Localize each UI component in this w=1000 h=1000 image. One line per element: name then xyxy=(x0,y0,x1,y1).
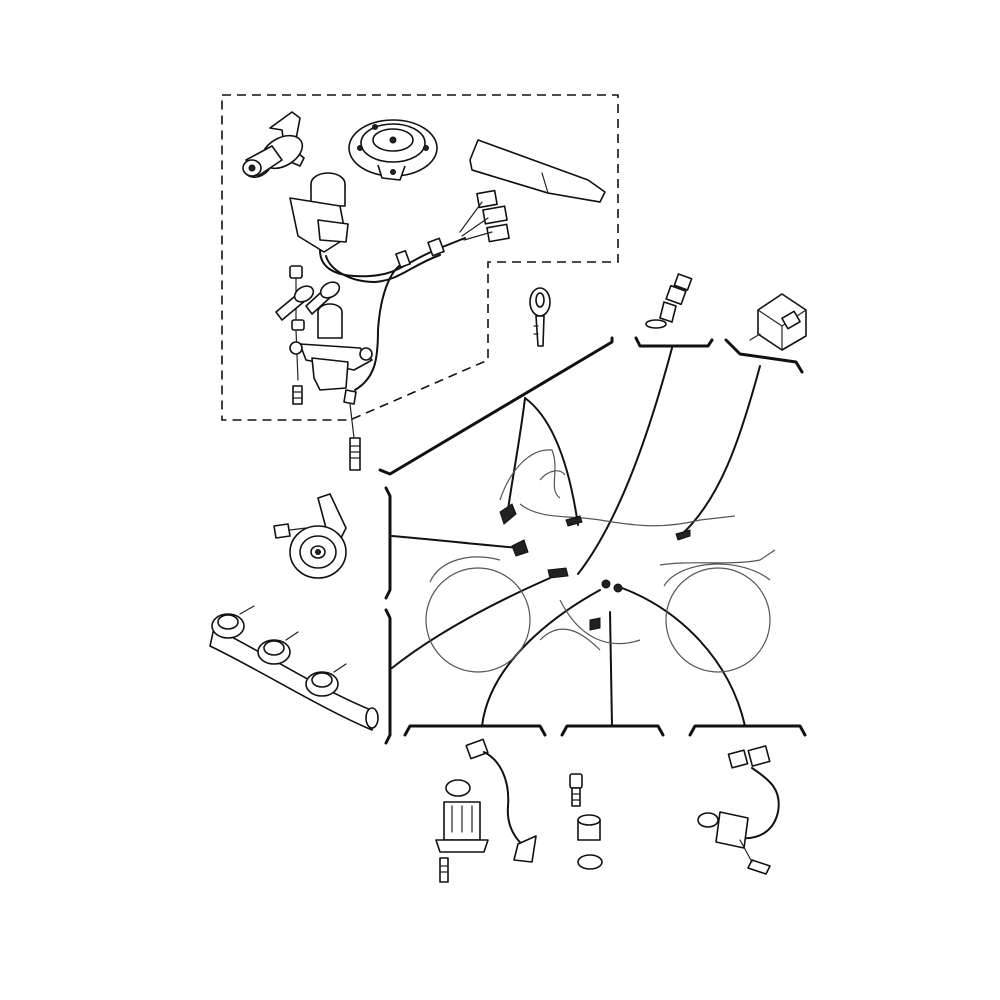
relay-icon xyxy=(749,293,807,351)
assembly-group-boundary xyxy=(221,94,619,421)
horn-icon xyxy=(273,493,347,579)
key-icon xyxy=(529,287,551,347)
leader-lines xyxy=(391,347,761,727)
motorcycle-outline xyxy=(425,449,776,673)
fuel-cap-lock-icon xyxy=(348,119,438,181)
ecu-module-icon xyxy=(469,139,606,203)
callout-brackets xyxy=(378,336,807,745)
main-switch-harness-icon xyxy=(275,172,510,471)
neutral-switch-icon xyxy=(697,745,780,875)
ignition-lock-cylinder-icon xyxy=(242,111,305,178)
drain-bolt-icon xyxy=(569,773,603,870)
speed-sensor-icon xyxy=(435,738,537,883)
fuel-injector-rail-icon xyxy=(209,605,379,731)
temperature-sensor-icon xyxy=(645,273,693,329)
